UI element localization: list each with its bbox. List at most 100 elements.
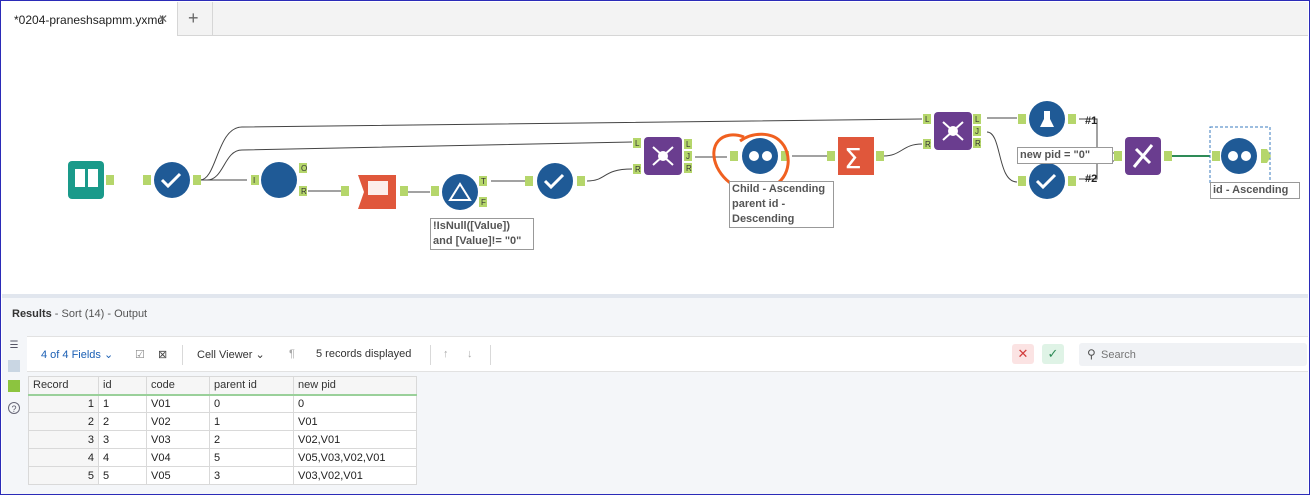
anchor-label: R <box>975 139 981 148</box>
workflow-canvas[interactable]: Σ <box>2 37 1308 294</box>
record-cell: 2 <box>28 412 99 431</box>
anchor-label: R <box>301 187 307 196</box>
checkbox-icon[interactable]: ☑ <box>135 349 145 361</box>
anchor-label: L <box>686 140 691 149</box>
filter-annotation: !IsNull([Value]) and [Value]!= "0" <box>430 218 534 250</box>
add-tab-icon[interactable]: + <box>188 8 199 28</box>
table-row[interactable]: 3 3 V03 2 V02,V01 <box>28 430 417 449</box>
pane-divider[interactable] <box>2 294 1308 298</box>
svg-text:Σ: Σ <box>844 142 862 175</box>
input-book-icon <box>68 161 114 199</box>
deselect-icon[interactable]: ⊠ <box>158 349 168 361</box>
help-icon[interactable]: ? <box>8 402 20 414</box>
workflow-tab[interactable]: *0204-praneshsapmm.yxmd ✕ <box>2 2 178 36</box>
connection <box>206 141 633 181</box>
table-cell[interactable]: 4 <box>98 448 147 467</box>
toolbar-divider <box>490 345 491 365</box>
table-row[interactable]: 4 4 V04 5 V05,V03,V02,V01 <box>28 448 417 467</box>
crosstab-tool-icon <box>341 175 408 209</box>
list-icon[interactable]: ☰ <box>9 340 19 351</box>
table-cell[interactable]: 5 <box>98 466 147 485</box>
apply-button[interactable]: ✓ <box>1042 344 1064 364</box>
connection <box>882 143 923 157</box>
search-input[interactable] <box>1101 346 1301 363</box>
table-row[interactable]: 1 1 V01 0 0 <box>28 394 417 413</box>
sort-annotation: Child - Ascending parent id - Descending <box>729 181 834 228</box>
table-cell[interactable]: 1 <box>98 394 147 413</box>
record-cell: 1 <box>28 394 99 413</box>
results-pane: Results - Sort (14) - Output ☰ ? 4 of 4 … <box>2 298 1308 494</box>
column-header[interactable]: id <box>98 376 147 396</box>
connection <box>586 168 633 182</box>
toolbar-divider <box>182 345 183 365</box>
table-cell[interactable]: 1 <box>209 412 294 431</box>
table-icon[interactable] <box>8 360 20 372</box>
column-header[interactable]: Record <box>28 376 99 396</box>
column-header[interactable]: new pid <box>293 376 417 396</box>
table-cell[interactable]: 2 <box>98 412 147 431</box>
formula-annotation: new pid = "0" <box>1017 147 1113 164</box>
table-cell[interactable]: 5 <box>209 448 294 467</box>
output-anchor-icon[interactable] <box>8 380 20 392</box>
search-box[interactable]: ⚲ <box>1079 343 1307 366</box>
union-tool-icon <box>1114 137 1172 175</box>
final-sort-annotation: id - Ascending <box>1210 182 1300 199</box>
anchor-label: R <box>925 140 931 149</box>
anchor-label: L <box>925 115 930 124</box>
fields-dropdown[interactable]: 4 of 4 Fields ⌄ <box>41 349 114 361</box>
annotation-line: Descending <box>732 213 795 225</box>
anchor-label: L <box>975 115 980 124</box>
arrow-up-icon[interactable]: ↑ <box>443 348 449 360</box>
chevron-down-icon: ⌄ <box>255 349 265 361</box>
table-cell[interactable]: 3 <box>209 466 294 485</box>
table-cell[interactable]: V03,V02,V01 <box>293 466 417 485</box>
table-row[interactable]: 2 2 V02 1 V01 <box>28 412 417 431</box>
connection <box>986 131 1018 183</box>
filter-tool-icon <box>431 174 487 210</box>
annotation-line: Child - Ascending <box>732 183 826 195</box>
anchor-label: F <box>481 198 486 207</box>
select-tool-icon <box>1018 163 1076 199</box>
annotation-line: !IsNull([Value]) <box>433 220 511 232</box>
table-cell[interactable]: V04 <box>146 448 210 467</box>
annotation-line: parent id - <box>732 198 786 210</box>
anchor-label: J <box>686 152 690 161</box>
tab-divider <box>212 2 213 36</box>
sort-tool-icon <box>1212 138 1271 174</box>
pilcrow-icon[interactable]: ¶ <box>289 348 295 360</box>
table-cell[interactable]: 0 <box>209 394 294 413</box>
table-cell[interactable]: V03 <box>146 430 210 449</box>
column-header[interactable]: code <box>146 376 210 396</box>
workflow-connections: Σ <box>68 101 1271 220</box>
cell-viewer-dropdown[interactable]: Cell Viewer ⌄ <box>197 349 265 361</box>
table-cell[interactable]: V05,V03,V02,V01 <box>293 448 417 467</box>
arrow-down-icon[interactable]: ↓ <box>467 348 473 360</box>
clear-button[interactable]: ✕ <box>1012 344 1034 364</box>
tab-title: *0204-praneshsapmm.yxmd <box>14 13 165 27</box>
table-cell[interactable]: 0 <box>293 394 417 413</box>
wireless-output-label: #1 <box>1085 115 1097 127</box>
table-cell[interactable]: V02,V01 <box>293 430 417 449</box>
records-count: 5 records displayed <box>316 348 412 360</box>
table-cell[interactable]: 3 <box>98 430 147 449</box>
chevron-down-icon: ⌄ <box>103 349 114 361</box>
anchor-label: O <box>301 164 307 173</box>
sort-tool-icon <box>730 138 789 174</box>
table-cell[interactable]: V02 <box>146 412 210 431</box>
table-row[interactable]: 5 5 V05 3 V03,V02,V01 <box>28 466 417 485</box>
table-cell[interactable]: V01 <box>146 394 210 413</box>
anchor-label: J <box>975 127 979 136</box>
table-cell[interactable]: V01 <box>293 412 417 431</box>
table-cell[interactable]: V05 <box>146 466 210 485</box>
annotation-line: and [Value]!= "0" <box>433 235 522 247</box>
anchor-label: I <box>253 176 255 185</box>
record-cell: 5 <box>28 466 99 485</box>
column-header[interactable]: parent id <box>209 376 294 396</box>
table-cell[interactable]: 2 <box>209 430 294 449</box>
table-header-row: Record id code parent id new pid <box>28 376 417 396</box>
select-tool-icon <box>525 163 585 199</box>
results-toolbar: 4 of 4 Fields ⌄ ☑ ⊠ Cell Viewer ⌄ ¶ 5 re… <box>27 336 1308 372</box>
join-tool-icon <box>923 112 981 150</box>
close-icon[interactable]: ✕ <box>158 12 169 26</box>
